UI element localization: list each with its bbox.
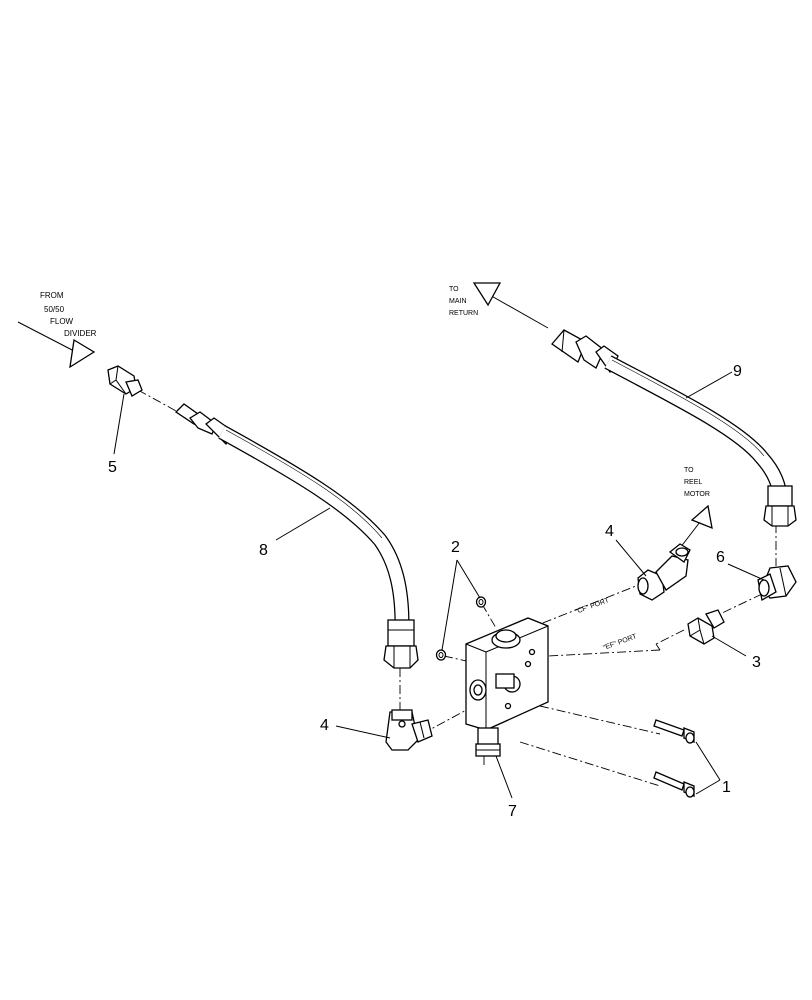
inlet-adapter [107, 365, 143, 397]
callout-7: 7 [508, 803, 517, 820]
from-flow-divider-note: FROM 50/50 FLOW DIVIDER [40, 291, 97, 338]
note-line: REEL [684, 479, 702, 486]
callout-numbers: 5 8 9 2 4 6 3 4 7 1 [108, 363, 761, 820]
note-line: TO [684, 467, 694, 474]
callout-4-lower: 4 [320, 717, 329, 734]
assembly-centerlines [137, 389, 777, 787]
reel-motor-flow-arrow [679, 504, 713, 549]
leader-lines [113, 371, 765, 799]
note-line: FLOW [50, 317, 74, 326]
note-line: MAIN [449, 298, 467, 305]
ef-port-label: "EF" PORT [602, 633, 638, 652]
callout-9: 9 [733, 363, 742, 380]
right-elbow-fitting [757, 565, 797, 602]
note-line: 50/50 [44, 305, 65, 314]
callout-8: 8 [259, 542, 268, 559]
callout-1: 1 [722, 779, 731, 796]
callout-2: 2 [451, 539, 460, 556]
lower-elbow-fitting [385, 709, 433, 751]
note-line: MOTOR [684, 491, 710, 498]
valve-manifold [465, 617, 549, 757]
straight-adapter [687, 609, 725, 645]
note-line: FROM [40, 291, 64, 300]
note-line: RETURN [449, 310, 478, 317]
cf-port-label: "CF" PORT [574, 597, 610, 616]
o-rings [435, 596, 487, 661]
note-line: DIVIDER [64, 329, 97, 338]
inlet-flow-arrow [17, 321, 96, 369]
upper-elbow-fitting [637, 543, 691, 601]
to-reel-motor-note: TO REEL MOTOR [684, 467, 710, 498]
return-flow-arrow [472, 282, 549, 329]
callout-6: 6 [716, 549, 725, 566]
callout-5: 5 [108, 459, 117, 476]
right-hose-assembly [551, 329, 797, 527]
left-hose-assembly [174, 403, 419, 669]
to-main-return-note: TO MAIN RETURN [449, 286, 478, 317]
mounting-bolts [653, 719, 695, 798]
callout-4-upper: 4 [605, 523, 614, 540]
callout-3: 3 [752, 654, 761, 671]
note-line: TO [449, 286, 459, 293]
